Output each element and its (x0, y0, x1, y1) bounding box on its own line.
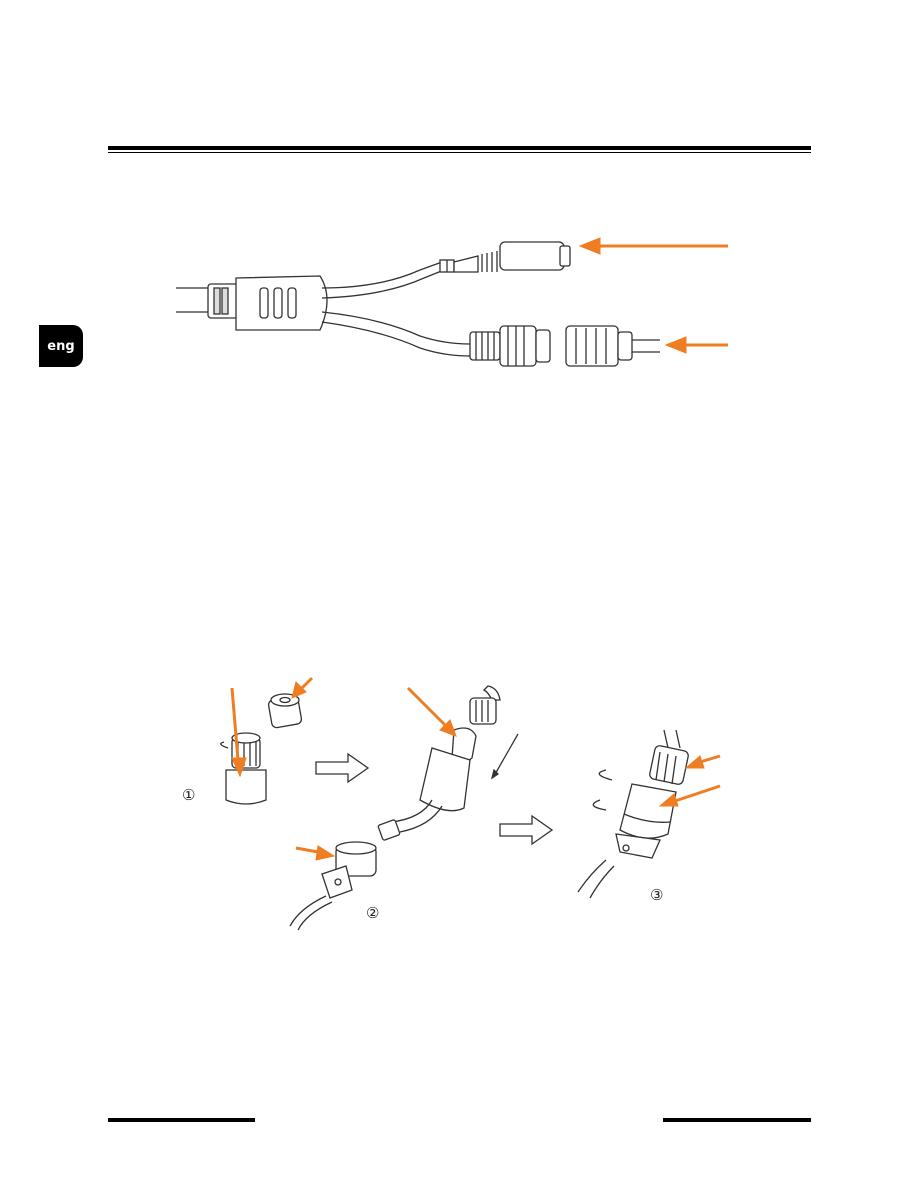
header-rule-thin (108, 152, 811, 153)
language-tab[interactable]: eng (39, 325, 83, 367)
step-arrow-1 (316, 754, 368, 782)
step-number-1: ① (182, 786, 195, 804)
language-tab-label: eng (47, 339, 74, 354)
cable-boot (208, 284, 238, 318)
network-connector (470, 326, 550, 366)
main-cable (176, 288, 212, 312)
power-branch (322, 262, 444, 298)
waterproof-cap (566, 326, 660, 366)
step1-cap-nut (268, 694, 302, 728)
step-number-3: ③ (650, 886, 663, 904)
step1-body (221, 733, 266, 804)
step2-direction-line (494, 734, 518, 776)
orange-arrows-bottom (232, 678, 720, 860)
step3-assembled (578, 730, 689, 898)
splitter-body (236, 276, 327, 330)
step2-socket (290, 842, 376, 930)
step-arrow-2 (500, 816, 552, 844)
network-branch (322, 312, 470, 356)
power-socket (500, 242, 564, 270)
orange-arrows-top (580, 238, 728, 353)
footer-rule-right (663, 1118, 811, 1122)
power-socket-ribs (482, 251, 497, 272)
header-rule-thick (108, 146, 811, 150)
step2-cable (378, 686, 500, 841)
step-number-2: ② (366, 904, 379, 922)
footer-rule-left (108, 1118, 255, 1122)
